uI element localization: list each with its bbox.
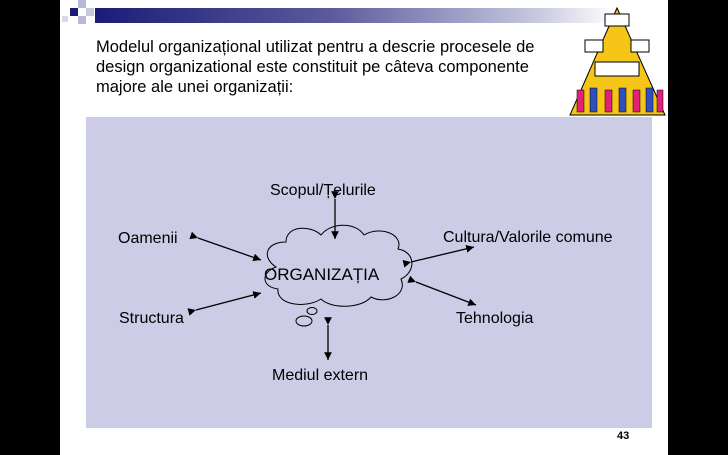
decor-square — [78, 0, 86, 8]
node-bottom-left: Structura — [119, 310, 184, 327]
node-top: Scopul/Țelurile — [270, 182, 376, 199]
arrow-bottom-left — [187, 291, 262, 316]
decor-square — [86, 8, 94, 16]
slide: Modelul organizațional utilizat pentru a… — [60, 0, 668, 455]
decor-square — [62, 16, 68, 22]
decor-square — [70, 8, 78, 16]
center-label: ORGANIZAȚIA — [264, 265, 380, 284]
header-gradient-bar — [95, 8, 615, 23]
pyramid-people-clipart — [569, 6, 666, 116]
cloud-tail — [295, 315, 313, 327]
page-number: 43 — [617, 430, 630, 442]
decor-square — [78, 16, 86, 24]
slide-title: Modelul organizațional utilizat pentru a… — [96, 38, 535, 96]
arrow-top-right — [402, 245, 475, 268]
node-bottom-right: Tehnologia — [456, 310, 534, 327]
arrow-bottom-right — [407, 275, 477, 306]
node-bottom: Mediul extern — [272, 367, 369, 384]
arrow-top-left — [189, 231, 262, 262]
node-top-right: Cultura/Valorile comune — [443, 229, 613, 246]
diagram-graphics — [187, 191, 477, 360]
diagram-panel: ORGANIZAȚIA Scopul/Țelurile Oamenii Cult… — [86, 117, 652, 428]
node-top-left: Oamenii — [118, 230, 178, 247]
